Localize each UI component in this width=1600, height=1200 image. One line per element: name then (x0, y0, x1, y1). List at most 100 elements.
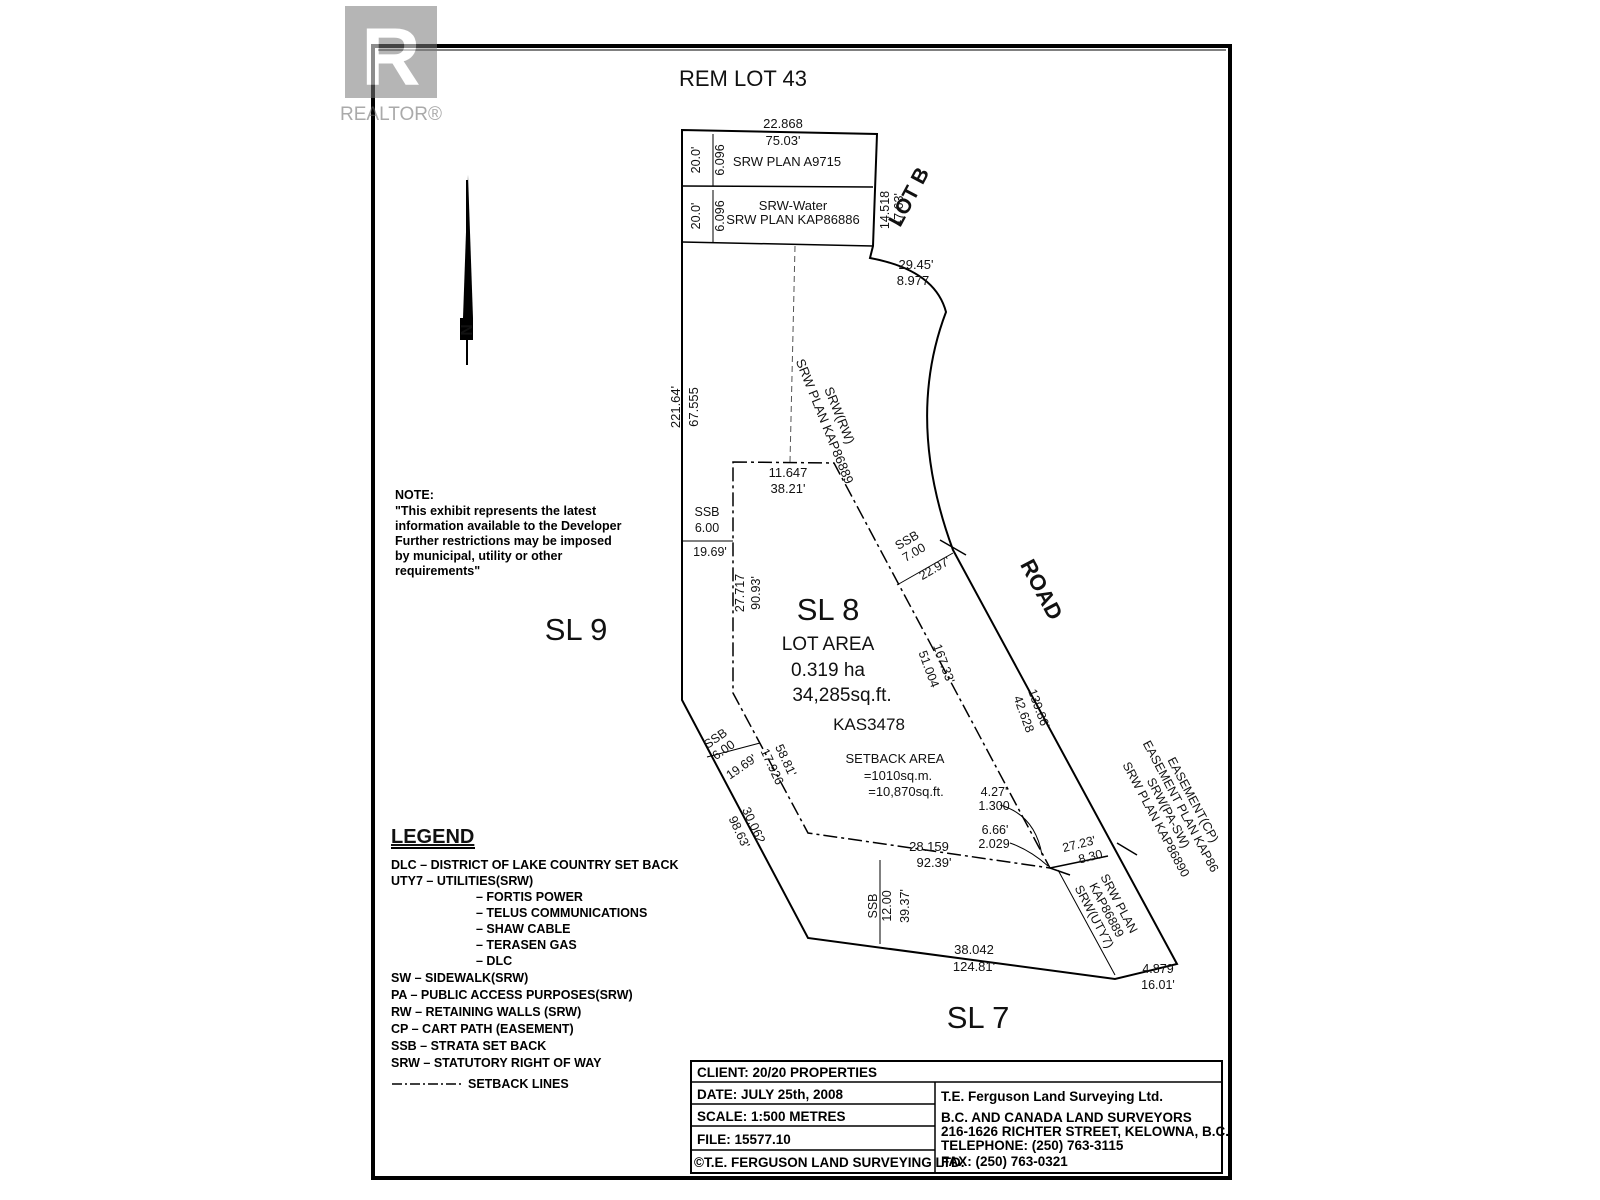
dim-inner-west-ft: 90.93' (749, 576, 763, 610)
pt-leader-2 (1009, 842, 1049, 867)
srw-water-south-line (681, 241, 874, 247)
dim-pt-m: 1.300 (978, 799, 1009, 813)
dim-west-ft: 221.64' (668, 386, 683, 428)
cp-easement-strip (1049, 855, 1109, 876)
legend-row: – TERASEN GAS (476, 938, 577, 952)
legend-row: CP – CART PATH (EASEMENT) (391, 1022, 574, 1036)
lot-area-sqft: 34,285sq.ft. (792, 685, 891, 706)
legend-row: UTY7 – UTILITIES(SRW) (391, 874, 533, 888)
road-label: ROAD (1015, 555, 1067, 624)
dim-cp-m: 8.30 (1077, 847, 1104, 866)
dim-water-m: 6.096 (713, 200, 727, 231)
srw-dashed-line (789, 245, 796, 463)
dim-a9715-ft: 20.0' (689, 147, 703, 174)
dim-inner-bot-m: 28.159 (909, 839, 949, 854)
company-name: T.E. Ferguson Land Surveying Ltd. (941, 1089, 1163, 1104)
dim-se-m: 4.879 (1142, 962, 1173, 976)
srw-a9715-label: SRW PLAN A9715 (733, 154, 841, 169)
dim-west-m: 67.555 (686, 387, 701, 427)
legend-row: PA – PUBLIC ACCESS PURPOSES(SRW) (391, 988, 633, 1002)
dim-a9715-m: 6.096 (713, 144, 727, 175)
ssb-sw-arrow (706, 742, 761, 758)
legend-row: – FORTIS POWER (476, 890, 583, 904)
legend-row: RW – RETAINING WALLS (SRW) (391, 1005, 581, 1019)
setback-area-title: SETBACK AREA (846, 751, 945, 766)
drawing-border (371, 44, 1232, 1180)
ssb-south-m: 12.00 (880, 890, 894, 921)
copyright-label: ©T.E. FERGUSON LAND SURVEYING LTD. (694, 1155, 964, 1170)
company-line-1: B.C. AND CANADA LAND SURVEYORS (941, 1110, 1192, 1125)
ssb-ne-ft: 22.97' (917, 554, 953, 583)
client-label: CLIENT: 20/20 PROPERTIES (697, 1065, 877, 1080)
dim-inner-bot-ft: 92.39' (916, 855, 951, 870)
file-label: FILE: 15577.10 (697, 1132, 791, 1147)
dim-pt-ft: 4.27' (981, 785, 1008, 799)
legend-row: SSB – STRATA SET BACK (391, 1039, 546, 1053)
legend-row: – TELUS COMMUNICATIONS (476, 906, 647, 920)
legend-row: SETBACK LINES (468, 1077, 569, 1091)
note-line: "This exhibit represents the latest (395, 504, 597, 518)
note-block: NOTE: "This exhibit represents the lates… (395, 488, 622, 578)
scale-label: SCALE: 1:500 METRES (697, 1109, 846, 1124)
ssb-west-m: 6.00 (695, 521, 719, 535)
dim-inner-top-ft: 38.21' (770, 481, 805, 496)
dim-lotb-m: 14.518 (878, 191, 892, 229)
dim-pt2-m: 2.029 (978, 837, 1009, 851)
dim-inner-top-m: 11.647 (769, 465, 808, 480)
legend-row: SW – SIDEWALK(SRW) (391, 971, 528, 985)
ssb-south-label: SSB (866, 893, 880, 918)
dim-lotb-ft: 47.63' (892, 193, 906, 227)
legend-row: SRW – STATUTORY RIGHT OF WAY (391, 1056, 602, 1070)
dim-se-ft: 16.01' (1141, 978, 1175, 992)
srw-water-plan-label: SRW PLAN KAP86886 (726, 212, 859, 227)
ssb-west-label: SSB (694, 505, 719, 519)
note-line: information available to the Developer (395, 519, 622, 533)
note-line: by municipal, utility or other (395, 549, 563, 563)
realtor-watermark: R REALTOR® (340, 6, 442, 125)
note-line: requirements" (395, 564, 480, 578)
legend-row: DLC – DISTRICT OF LAKE COUNTRY SET BACK (391, 858, 679, 872)
realtor-r-letter: R (361, 12, 420, 103)
dim-south-ft: 124.81' (953, 959, 995, 974)
note-title: NOTE: (395, 488, 434, 502)
dim-top-ft: 75.03' (765, 133, 800, 148)
dim-curve-m: 8.977 (897, 273, 930, 288)
rem-lot-43-label: REM LOT 43 (679, 66, 807, 91)
dim-inner-west-m: 27.717 (733, 574, 747, 612)
legend-title: LEGEND (391, 826, 474, 848)
road-tick-2 (1116, 842, 1138, 856)
realtor-brand-text: REALTOR® (340, 104, 442, 125)
legend-row: – DLC (476, 954, 512, 968)
north-arrow-icon (460, 175, 473, 365)
dim-pt2-ft: 6.66' (982, 823, 1009, 837)
company-line-2: 216-1626 RICHTER STREET, KELOWNA, B.C. (941, 1124, 1229, 1139)
sl9-label: SL 9 (545, 612, 608, 647)
lot-area-label: LOT AREA (782, 634, 875, 655)
ssb-south-ft: 39.37' (898, 889, 912, 923)
road-tick-1 (939, 539, 967, 556)
pt-leader-1 (999, 804, 1043, 856)
realtor-r-logo (345, 6, 437, 98)
dim-top-m: 22.868 (763, 116, 803, 131)
ssb-sw-ft: 19.69' (724, 751, 760, 782)
legend: LEGEND DLC – DISTRICT OF LAKE COUNTRY SE… (391, 826, 679, 1091)
company-phone: TELEPHONE: (250) 763-3115 (941, 1138, 1124, 1153)
legend-row: – SHAW CABLE (476, 922, 570, 936)
lot-plan-number: KAS3478 (833, 715, 905, 734)
setback-lines (732, 461, 1052, 869)
ssb-west-ft: 19.69' (693, 545, 727, 559)
lot-area-ha: 0.319 ha (791, 660, 865, 681)
dim-south-m: 38.042 (954, 942, 994, 957)
srw-a9715-south-line (681, 185, 874, 188)
company-fax: FAX: (250) 763-0321 (941, 1154, 1068, 1169)
setback-area-sqft: =10,870sq.ft. (868, 784, 944, 799)
lot-boundary (681, 128, 1179, 981)
sl7-label: SL 7 (947, 1000, 1010, 1035)
srw-water-label: SRW-Water (759, 198, 828, 213)
lot-id: SL 8 (797, 592, 860, 627)
dim-curve-ft: 29.45' (898, 257, 933, 272)
dim-water-ft: 20.0' (689, 203, 703, 230)
ssb-ne-arrow (896, 552, 954, 586)
title-block: CLIENT: 20/20 PROPERTIES DATE: JULY 25th… (690, 1060, 1229, 1174)
